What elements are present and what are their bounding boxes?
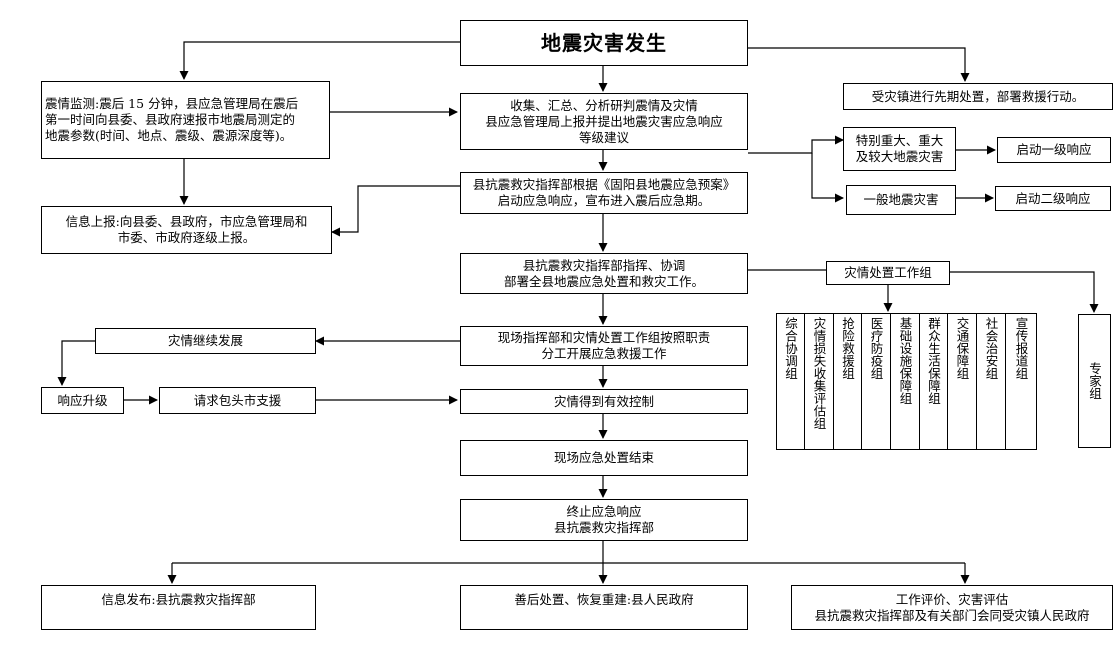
report-up-line-2: 市委、市政府逐级上报。 <box>117 230 256 245</box>
special-major-line-2: 及较大地震灾害 <box>855 149 944 164</box>
arrow-continue-to-upgrade <box>57 340 95 386</box>
monitoring-line-1: 震情监测:震后 15 分钟，县应急管理局在震后 <box>45 96 299 111</box>
info-release-box: 信息发布:县抗震救灾指挥部 <box>41 585 316 630</box>
evaluation-line-1: 工作评价、灾害评估 <box>895 591 1009 607</box>
group-label: 社会治安组 <box>983 317 999 380</box>
terminate-box: 终止应急响应 县抗震救灾指挥部 <box>460 499 748 541</box>
upgrade-text: 响应升级 <box>57 392 108 408</box>
group-col: 社会治安组 <box>977 313 1006 450</box>
work-groups-title-box: 灾情处置工作组 <box>826 261 950 285</box>
group-col: 灾情损失收集评估组 <box>805 313 834 450</box>
diagram-title: 地震灾害发生 <box>541 31 667 55</box>
group-col: 宣传报道组 <box>1006 313 1037 450</box>
expert-group-label: 专家组 <box>1087 362 1102 400</box>
terminate-line-1: 终止应急响应 <box>566 504 642 519</box>
evaluation-box: 工作评价、灾害评估 县抗震救灾指挥部及有关部门会同受灾镇人民政府 <box>791 585 1113 630</box>
group-label: 群众生活保障组 <box>926 317 941 405</box>
general-disaster-box: 一般地震灾害 <box>846 185 956 215</box>
continue-develop-box: 灾情继续发展 <box>95 328 316 354</box>
level1-box: 启动一级响应 <box>997 137 1111 163</box>
group-label: 抢险救援组 <box>840 317 855 380</box>
special-major-line-1: 特别重大、重大 <box>855 133 944 148</box>
start-response-box: 县抗震救灾指挥部根据《固阳县地震应急预案》 启动应急响应，宣布进入震后应急期。 <box>460 172 748 214</box>
work-groups-title: 灾情处置工作组 <box>844 265 932 280</box>
controlled-text: 灾情得到有效控制 <box>553 393 654 409</box>
group-label: 医疗防疫组 <box>868 317 884 380</box>
onsite-end-box: 现场应急处置结束 <box>460 440 748 476</box>
group-col: 综合协调组 <box>776 313 805 450</box>
town-action-box: 受灾镇进行先期处置，部署救援行动。 <box>843 83 1113 110</box>
upgrade-box: 响应升级 <box>41 387 124 414</box>
collect-line-2: 县应急管理局上报并提出地震灾害应急响应 <box>485 113 723 129</box>
collect-line-1: 收集、汇总、分析研判震情及灾情 <box>510 97 698 113</box>
command-line-2: 部署全县地震应急处置和救灾工作。 <box>503 273 704 289</box>
special-major-box: 特别重大、重大 及较大地震灾害 <box>843 127 956 171</box>
group-label: 宣传报道组 <box>1013 317 1029 380</box>
onsite-line-1: 现场指挥部和灾情处置工作组按照职责 <box>497 330 711 345</box>
onsite-box: 现场指挥部和灾情处置工作组按照职责 分工开展应急救援工作 <box>460 326 748 366</box>
group-label: 灾情损失收集评估组 <box>811 317 827 430</box>
monitoring-line-2: 第一时间向县委、县政府速报市地震局测定的 <box>45 112 296 127</box>
terminate-line-2: 县抗震救灾指挥部 <box>553 520 654 535</box>
aftermath-box: 善后处置、恢复重建:县人民政府 <box>460 585 748 630</box>
arrow-start-to-report <box>331 185 460 237</box>
evaluation-line-2: 县抗震救灾指挥部及有关部门会同受灾镇人民政府 <box>814 607 1090 623</box>
collect-box: 收集、汇总、分析研判震情及灾情 县应急管理局上报并提出地震灾害应急响应 等级建议 <box>460 93 748 150</box>
monitoring-box: 震情监测:震后 15 分钟，县应急管理局在震后 第一时间向县委、县政府速报市地震… <box>41 81 330 159</box>
info-release-text: 信息发布:县抗震救灾指挥部 <box>101 592 256 607</box>
controlled-box: 灾情得到有效控制 <box>460 389 748 414</box>
continue-develop-text: 灾情继续发展 <box>167 333 243 348</box>
town-action-text: 受灾镇进行先期处置，部署救援行动。 <box>871 88 1085 104</box>
level2-box: 启动二级响应 <box>995 186 1111 211</box>
level1-text: 启动一级响应 <box>1016 142 1092 157</box>
report-up-box: 信息上报:向县委、县政府，市应急管理局和 市委、市政府逐级上报。 <box>41 206 332 254</box>
start-response-line-1: 县抗震救灾指挥部根据《固阳县地震应急预案》 <box>472 177 736 192</box>
group-label: 基础设施保障组 <box>897 317 913 405</box>
command-box: 县抗震救灾指挥部指挥、协调 部署全县地震应急处置和救灾工作。 <box>460 253 748 294</box>
level2-text: 启动二级响应 <box>1015 190 1091 206</box>
aftermath-text: 善后处置、恢复重建:县人民政府 <box>514 592 694 607</box>
monitoring-line-3: 地震参数(时间、地点、震级、震源深度等)。 <box>45 128 293 143</box>
onsite-line-2: 分工开展应急救援工作 <box>541 346 667 361</box>
command-line-1: 县抗震救灾指挥部指挥、协调 <box>522 257 686 273</box>
report-up-line-1: 信息上报:向县委、县政府，市应急管理局和 <box>65 214 308 229</box>
general-disaster-text: 一般地震灾害 <box>863 192 939 207</box>
group-label: 综合协调组 <box>783 317 798 380</box>
arrow-title-to-town <box>748 47 970 82</box>
group-col: 医疗防疫组 <box>862 313 891 450</box>
arrow-title-to-monitoring <box>179 41 460 80</box>
group-col: 群众生活保障组 <box>920 313 948 450</box>
start-response-line-2: 启动应急响应，宣布进入震后应急期。 <box>497 193 711 208</box>
request-support-box: 请求包头市支援 <box>159 387 316 414</box>
group-col: 基础设施保障组 <box>891 313 920 450</box>
collect-line-3: 等级建议 <box>578 129 629 145</box>
group-col: 交通保障组 <box>948 313 977 450</box>
line-branch-to-general <box>811 153 844 203</box>
onsite-end-text: 现场应急处置结束 <box>553 450 654 465</box>
arrow-groups-to-expert <box>950 271 1099 313</box>
group-col: 抢险救援组 <box>834 313 862 450</box>
line-collect-to-branch <box>748 135 844 154</box>
group-label: 交通保障组 <box>954 317 970 380</box>
expert-group-box: 专家组 <box>1078 314 1111 448</box>
request-support-text: 请求包头市支援 <box>193 392 282 408</box>
title-box: 地震灾害发生 <box>460 20 748 66</box>
